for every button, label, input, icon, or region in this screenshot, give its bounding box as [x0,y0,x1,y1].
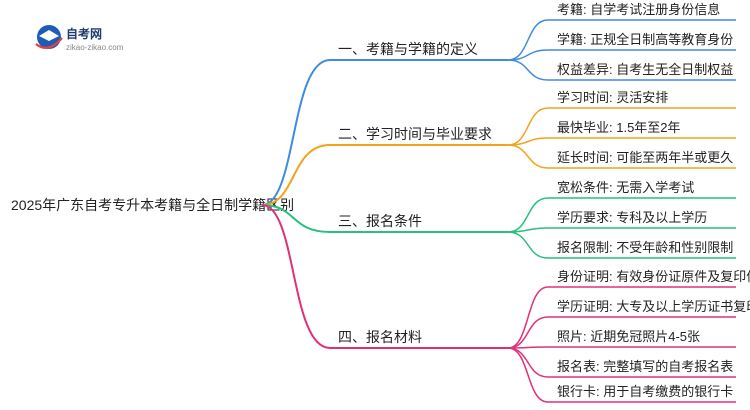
branch-topic-1: 一、考籍与学籍的定义 [338,41,478,57]
connector-branch-3-leaf-1 [507,197,549,233]
leaf-item-2-3: 延长时间: 可能至两年半或更久 [557,150,733,165]
connector-branch-4-leaf-5 [507,347,549,403]
connector-branch-1-leaf-3 [507,59,549,81]
leaf-item-3-3: 报名限制: 不受年龄和性别限制 [557,240,733,255]
site-logo[interactable]: 自考网 zikao-zikao.com [35,25,124,52]
connector-root-branch-1 [261,59,331,206]
root-topic: 2025年广东自考专升本考籍与全日制学籍区别 [11,197,294,213]
leaf-item-1-2: 学籍: 正规全日制高等教育身份 [557,32,733,47]
branch-topic-3: 三、报名条件 [338,213,422,229]
connector-root-branch-3 [261,204,331,233]
connector-branch-3-leaf-2 [507,227,549,233]
leaf-item-2-2: 最快毕业: 1.5年至2年 [557,120,681,135]
leaf-item-1-3: 权益差异: 自考生无全日制权益 [557,62,733,77]
connector-root-branch-4 [261,204,331,349]
leaf-item-3-2: 学历要求: 专科及以上学历 [557,210,707,225]
branch-topic-4: 四、报名材料 [338,329,422,345]
logo-brand-text: 自考网 [66,26,102,41]
connector-branch-2-leaf-1 [507,107,549,146]
logo-url-text: zikao-zikao.com [66,43,124,52]
leaf-item-4-4: 报名表: 完整填写的自考报名表 [557,359,733,374]
leaf-item-4-3: 照片: 近期免冠照片4-5张 [557,329,700,344]
connector-branch-1-leaf-1 [507,19,549,61]
leaf-item-2-1: 学习时间: 灵活安排 [557,90,668,105]
branch-topic-2: 二、学习时间与毕业要求 [338,126,492,142]
leaf-item-1-1: 考籍: 自学考试注册身份信息 [557,2,720,17]
connector-branch-4-leaf-4 [507,347,549,378]
logo-cap-shape [39,30,59,41]
leaf-item-4-5: 银行卡: 用于自考缴费的银行卡 [557,384,733,399]
connector-branch-2-leaf-3 [507,144,549,169]
leaf-item-4-2: 学历证明: 大专及以上学历证书复印件 [557,299,750,314]
connector-branch-3-leaf-3 [507,231,549,259]
connector-branch-4-leaf-1 [507,286,549,349]
leaf-item-3-1: 宽松条件: 无需入学考试 [557,180,694,195]
leaf-item-4-1: 身份证明: 有效身份证原件及复印件 [557,269,750,284]
connector-root-branch-2 [261,144,331,206]
logo-swoosh [35,37,63,49]
connector-branch-4-leaf-2 [507,316,549,349]
